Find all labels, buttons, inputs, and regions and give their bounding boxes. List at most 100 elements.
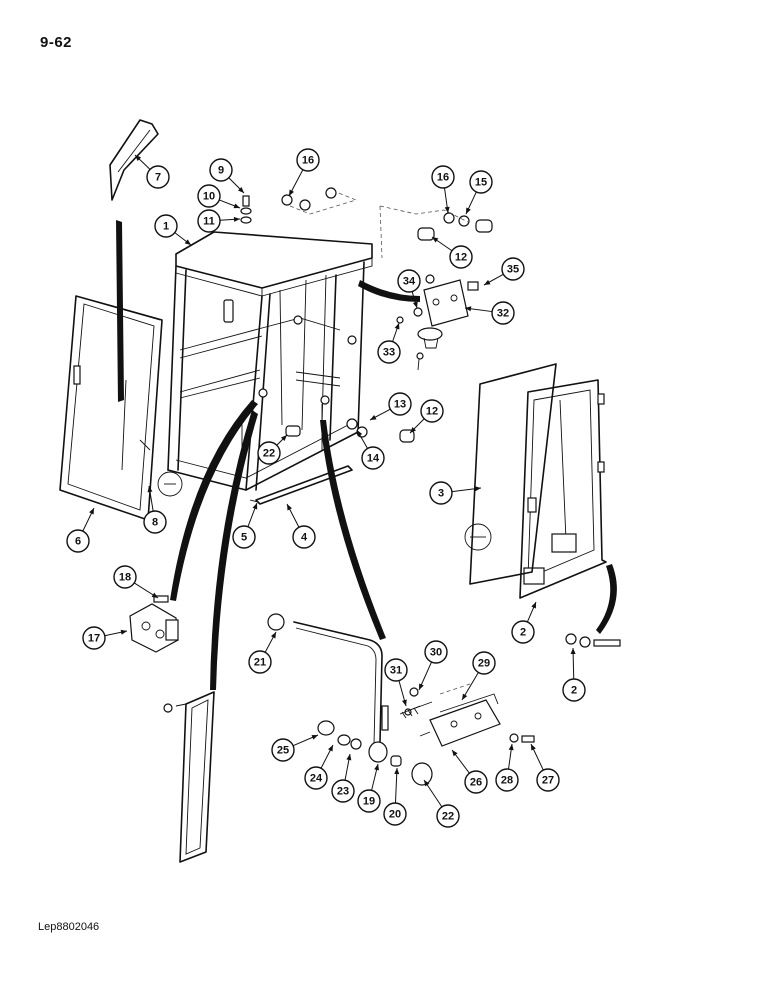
callout-label: 19 bbox=[363, 796, 375, 808]
callout-arrowhead bbox=[311, 735, 318, 740]
callout-balloon bbox=[232, 525, 256, 549]
callout-balloon bbox=[361, 446, 385, 470]
callout-label: 35 bbox=[507, 264, 519, 276]
callout-label: 22 bbox=[442, 811, 454, 823]
callout-arrowhead bbox=[120, 629, 127, 635]
callout-13: 13 bbox=[369, 392, 412, 421]
callout-8: 8 bbox=[143, 485, 167, 534]
callout-arrowhead bbox=[462, 693, 468, 700]
callout-label: 16 bbox=[302, 155, 314, 167]
callout-12: 12 bbox=[431, 236, 473, 269]
callout-balloon bbox=[536, 768, 560, 792]
callout-arrowhead bbox=[412, 301, 418, 308]
callout-arrowhead bbox=[270, 632, 276, 639]
callout-arrowhead bbox=[89, 508, 94, 515]
callout-balloon bbox=[384, 658, 408, 682]
callout-label: 31 bbox=[390, 665, 402, 677]
callout-arrowhead bbox=[394, 768, 400, 775]
callout-22: 22 bbox=[423, 779, 460, 828]
callout-22: 22 bbox=[257, 434, 288, 465]
cab-frame bbox=[167, 231, 373, 491]
callout-balloon bbox=[562, 678, 586, 702]
callout-arrowhead bbox=[419, 683, 424, 690]
callout-arrowhead bbox=[328, 745, 333, 752]
callout-arrowhead bbox=[444, 206, 450, 213]
callout-arrowhead bbox=[233, 216, 240, 222]
callout-balloon bbox=[296, 148, 320, 172]
callout-3: 3 bbox=[429, 481, 482, 505]
callout-arrowhead bbox=[357, 430, 363, 437]
callout-balloon bbox=[357, 789, 381, 813]
callout-label: 1 bbox=[163, 221, 169, 233]
callout-label: 12 bbox=[426, 406, 438, 418]
callout-balloon bbox=[154, 214, 178, 238]
reference-bands bbox=[116, 220, 617, 690]
callout-balloon bbox=[469, 170, 493, 194]
callout-balloon bbox=[511, 620, 535, 644]
callout-balloon bbox=[472, 651, 496, 675]
callout-balloon bbox=[383, 802, 407, 826]
callout-label: 11 bbox=[203, 216, 215, 228]
callout-arrowhead bbox=[374, 764, 380, 771]
callout-balloon bbox=[397, 269, 421, 293]
callout-10: 10 bbox=[197, 184, 241, 209]
callout-balloon bbox=[420, 399, 444, 423]
callout-label: 8 bbox=[152, 517, 158, 529]
callout-balloon bbox=[449, 245, 473, 269]
callout-arrowhead bbox=[370, 414, 377, 420]
callout-label: 32 bbox=[497, 308, 509, 320]
callout-balloon bbox=[257, 441, 281, 465]
callout-balloon bbox=[429, 481, 453, 505]
callout-9: 9 bbox=[209, 158, 245, 194]
callout-balloon bbox=[209, 158, 233, 182]
callout-label: 16 bbox=[437, 172, 449, 184]
callout-14: 14 bbox=[356, 429, 385, 470]
callout-arrowhead bbox=[280, 435, 287, 442]
callout-balloon bbox=[304, 766, 328, 790]
callout-balloon bbox=[431, 165, 455, 189]
callout-6: 6 bbox=[66, 507, 95, 553]
right-door-glass bbox=[464, 363, 557, 585]
latch-bracket bbox=[416, 279, 469, 371]
callout-label: 18 bbox=[119, 572, 131, 584]
drawing-code: Lep8802046 bbox=[38, 921, 100, 933]
callout-label: 25 bbox=[277, 745, 289, 757]
callout-15: 15 bbox=[465, 170, 493, 215]
callout-balloon bbox=[424, 640, 448, 664]
callout-7: 7 bbox=[134, 154, 170, 189]
callout-5: 5 bbox=[232, 502, 258, 549]
callout-16: 16 bbox=[431, 165, 455, 214]
callout-arrowhead bbox=[484, 279, 491, 285]
callout-arrowhead bbox=[570, 648, 576, 655]
callout-arrowhead bbox=[289, 189, 295, 196]
callout-label: 5 bbox=[241, 532, 247, 544]
callout-label: 12 bbox=[455, 252, 467, 264]
callout-arrowhead bbox=[452, 750, 458, 757]
callout-balloon bbox=[377, 340, 401, 364]
callout-label: 33 bbox=[383, 347, 395, 359]
callout-label: 27 bbox=[542, 775, 554, 787]
callout-24: 24 bbox=[304, 744, 334, 790]
callout-17: 17 bbox=[82, 626, 128, 650]
callout-label: 26 bbox=[470, 777, 482, 789]
callout-label: 14 bbox=[367, 453, 380, 465]
callout-label: 2 bbox=[520, 627, 526, 639]
page-number: 9-62 bbox=[40, 34, 73, 51]
callout-arrowhead bbox=[135, 155, 142, 161]
callout-label: 4 bbox=[301, 532, 308, 544]
mirror-bracket bbox=[109, 119, 159, 201]
callout-label: 29 bbox=[478, 658, 490, 670]
callout-balloon bbox=[197, 209, 221, 233]
callout-label: 30 bbox=[430, 647, 442, 659]
callout-arrowhead bbox=[394, 323, 400, 330]
callout-label: 21 bbox=[254, 657, 266, 669]
callout-arrowhead bbox=[184, 239, 191, 245]
handle-rod bbox=[267, 613, 389, 763]
callout-balloon bbox=[113, 565, 137, 589]
callout-balloon bbox=[248, 650, 272, 674]
callout-label: 28 bbox=[501, 775, 513, 787]
callout-18: 18 bbox=[113, 565, 159, 599]
fasteners bbox=[153, 187, 621, 786]
callout-label: 10 bbox=[203, 191, 215, 203]
